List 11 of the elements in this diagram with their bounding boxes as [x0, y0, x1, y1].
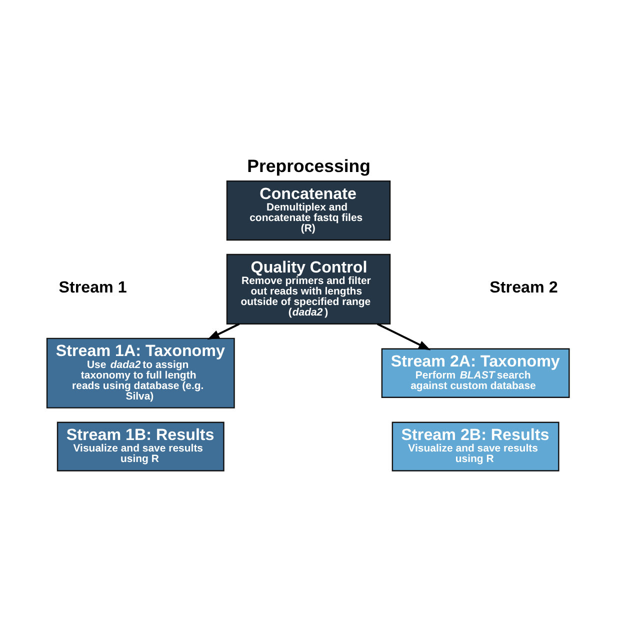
node-box: Quality Control Remove primers and filter out reads with lengths outside of specified range (dada2)	[226, 253, 391, 324]
node-box: Stream 2B: Results Visualize and save results using R	[392, 421, 560, 471]
arrow	[376, 322, 431, 350]
node-box: Stream 1B: Results Visualize and save results using R	[56, 421, 224, 471]
arrow	[207, 322, 240, 340]
label: Stream 2	[490, 278, 558, 296]
node-box: Concatenate Demultiplex and concatenate fastq files (R)	[226, 180, 391, 240]
label: Stream 1	[58, 278, 127, 296]
node-box: Stream 1A: Taxonomy Use dada2 to assign taxonomy to full length reads using database (e.g. Silva)	[46, 337, 235, 408]
diagram-title: Preprocessing	[247, 155, 370, 176]
node-box: Stream 2A: Taxonomy Perform BLAST search against custom database	[381, 348, 570, 398]
